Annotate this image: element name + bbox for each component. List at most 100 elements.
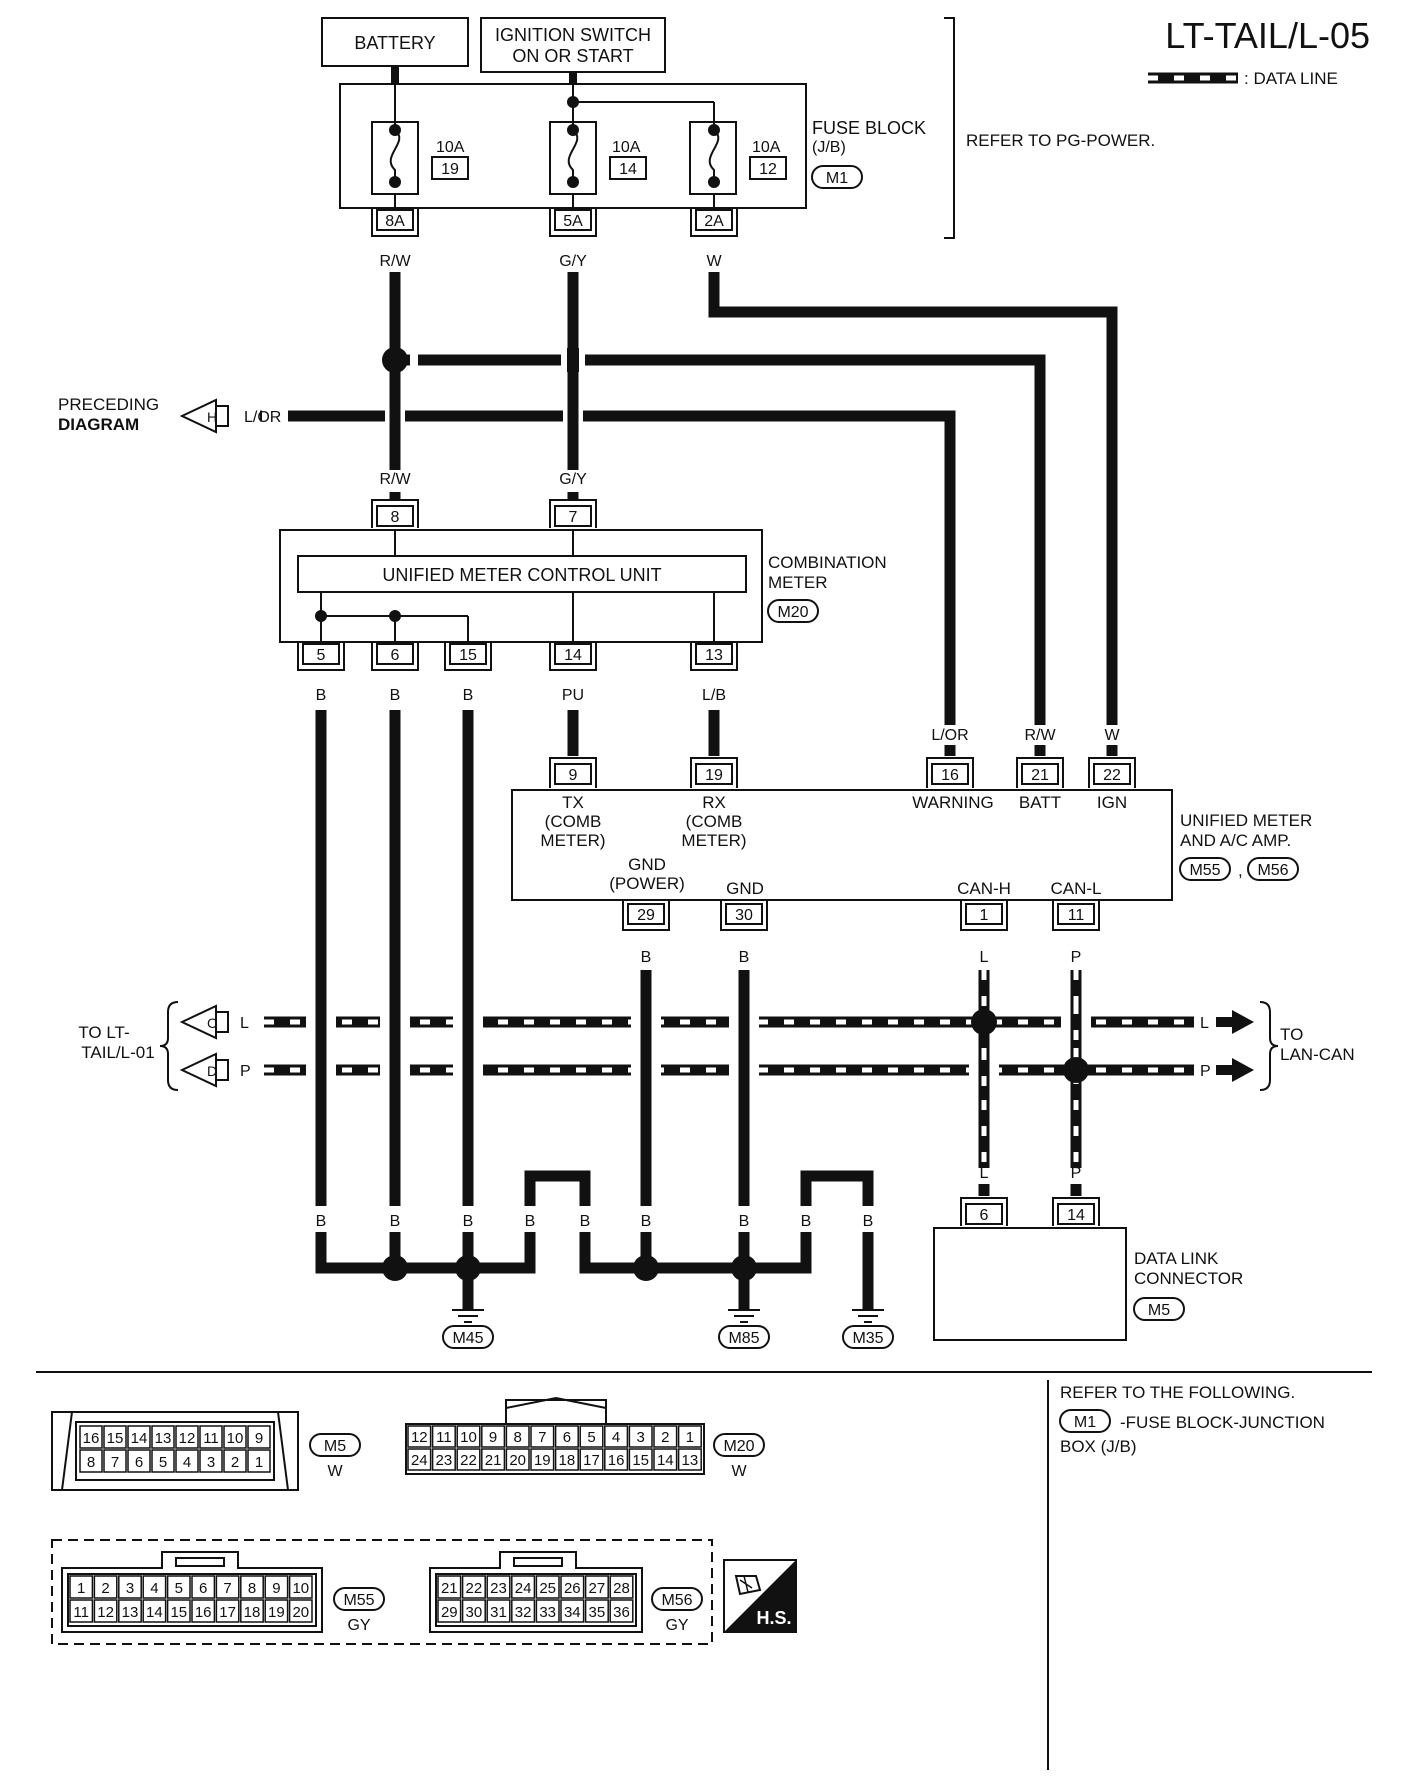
m55-pin-cell — [215, 1599, 240, 1623]
m5-pin-cell — [79, 1449, 103, 1473]
m5-pin-number: 12 — [179, 1430, 196, 1447]
m55-pin-cell — [288, 1575, 313, 1599]
fuse-pin-5a-wire: G/Y — [559, 253, 587, 270]
amp-name-1: UNIFIED METER — [1180, 811, 1312, 830]
to-lt-tail-d-arrow[interactable]: D P — [179, 1052, 251, 1088]
m5-pin-cell — [151, 1449, 175, 1473]
amp-pin-9-label: 9 — [569, 767, 578, 784]
m5-outline — [51, 1411, 299, 1491]
amp-pin-29-wire: B — [641, 949, 652, 966]
m5-color: W — [327, 1463, 343, 1480]
m20-pin-cell — [456, 1425, 481, 1448]
m55-pin-cell — [240, 1599, 264, 1623]
unified-meter-control-unit-label: UNIFIED METER CONTROL UNIT — [382, 565, 661, 585]
m5-pin-number: 13 — [155, 1430, 172, 1447]
ignition-label-2: ON OR START — [512, 46, 633, 66]
fuse-19-amp: 10A — [436, 139, 465, 156]
fuse-pin-8a-wire: R/W — [379, 253, 411, 270]
m56-pin-number: 33 — [539, 1604, 556, 1621]
amp-rx-label: RX — [702, 793, 726, 812]
to-lt-tail-label-1: TO LT- — [78, 1023, 129, 1042]
amp-pin-30-wire: B — [739, 949, 750, 966]
m20-pin-cell — [653, 1425, 678, 1448]
dlc-wire-6: L — [980, 1165, 989, 1182]
ground-wire-label-6b: B — [641, 1213, 652, 1230]
amp-gnd-power-label-2: (POWER) — [609, 874, 685, 893]
ground-splice-3 — [633, 1255, 659, 1281]
m20-pin-cell — [407, 1425, 432, 1448]
amp-tx-label-2: (COMB — [545, 812, 602, 831]
m56-pin-number: 24 — [515, 1580, 532, 1597]
m55-tag: M55 GY — [333, 1587, 385, 1634]
m20-pin-number: 23 — [436, 1452, 453, 1469]
m5-pin-number: 4 — [183, 1454, 191, 1471]
comb-meter-name-1: COMBINATION — [768, 553, 887, 572]
m20-pin-cell — [481, 1425, 506, 1448]
m55-pin-number: 10 — [292, 1580, 309, 1597]
harness-symbol-icon: H.S. — [723, 1559, 797, 1633]
m5-pin-number: 5 — [159, 1454, 167, 1471]
fuse-pin-2a-wire: W — [706, 253, 722, 270]
m20-pin-number: 14 — [657, 1452, 674, 1469]
ground-splice-2 — [455, 1255, 481, 1281]
comb-pin-8: 8 — [371, 499, 419, 528]
m55-pin-number: 3 — [126, 1580, 134, 1597]
to-lt-tail-c-arrow[interactable]: C L — [179, 1004, 249, 1040]
m5-pin-number: 3 — [207, 1454, 215, 1471]
to-lan-can-l-wire: L — [1200, 1015, 1209, 1032]
m55-pin-cell — [288, 1599, 313, 1623]
comb-pin-7: 7 — [549, 499, 597, 528]
ground-m45-label: M45 — [452, 1330, 483, 1347]
m55-pin-cell — [264, 1575, 289, 1599]
m20-pin-cell — [628, 1425, 653, 1448]
m55-pin-number: 1 — [77, 1580, 85, 1597]
comb-pin-5-wire: B — [316, 687, 327, 704]
comb-meter-connector: M20 — [767, 599, 819, 623]
m20-pin-number: 7 — [538, 1429, 546, 1446]
refer-following-connector-label: M1 — [1074, 1414, 1096, 1431]
m55-pin-number: 6 — [199, 1580, 207, 1597]
m5-pin-number: 11 — [203, 1430, 219, 1447]
ground-wire-label-3b: B — [463, 1213, 474, 1230]
fuse-block-refer: REFER TO PG-POWER. — [966, 131, 1155, 150]
splice-r-w — [382, 347, 408, 373]
m20-pin-cell — [407, 1448, 432, 1471]
m5-pin-number: 9 — [255, 1430, 263, 1447]
m20-pin-cell — [677, 1448, 702, 1471]
to-lan-can-p-arrow[interactable]: P — [1200, 1058, 1254, 1082]
comb-meter-connector-label: M20 — [777, 604, 808, 621]
amp-connector-m55-label: M55 — [1189, 862, 1220, 879]
m56-pin-number: 23 — [490, 1580, 507, 1597]
ground-splice-1 — [382, 1255, 408, 1281]
m5-pin-number: 8 — [87, 1454, 95, 1471]
m20-pin-cell — [604, 1448, 629, 1471]
ground-wire-label-4b: B — [525, 1213, 536, 1230]
m55-pin-number: 5 — [175, 1580, 183, 1597]
m20-tag-label: M20 — [723, 1438, 754, 1455]
m55-pin-number: 18 — [244, 1604, 261, 1621]
m56-pin-cell — [437, 1599, 462, 1623]
m20-pin-cell — [628, 1448, 653, 1471]
dlc-wire-14: P — [1071, 1165, 1082, 1182]
to-lan-can-l-arrow[interactable]: L — [1200, 1010, 1254, 1034]
amp-pin-16-label: 16 — [941, 767, 959, 784]
dlc-name-2: CONNECTOR — [1134, 1269, 1243, 1288]
m56-pin-number: 29 — [441, 1604, 458, 1621]
preceding-diagram-arrow[interactable]: H L/OR — [179, 398, 281, 434]
m5-pin-number: 2 — [231, 1454, 239, 1471]
ignition-switch-box: IGNITION SWITCH ON OR START — [480, 17, 666, 73]
amp-name-2: AND A/C AMP. — [1180, 831, 1291, 850]
m5-tag: M5 W — [309, 1433, 361, 1480]
fuse-14: 10A 14 — [549, 121, 647, 195]
to-lan-can-label-1: TO — [1280, 1025, 1303, 1044]
m20-pin-number: 22 — [460, 1452, 477, 1469]
m5-pin-number: 14 — [131, 1430, 148, 1447]
fuse-block: 10A 19 10A 14 10A 12 — [339, 83, 807, 210]
m5-pin-cell — [199, 1425, 223, 1449]
m20-pin-number: 24 — [411, 1452, 428, 1469]
amp-pin-19-label: 19 — [705, 767, 723, 784]
fuse-14-num: 14 — [619, 161, 637, 178]
comb-pin-5-label: 5 — [317, 647, 326, 664]
m20-pin-cell — [431, 1425, 456, 1448]
m20-pin-cell — [579, 1448, 604, 1471]
